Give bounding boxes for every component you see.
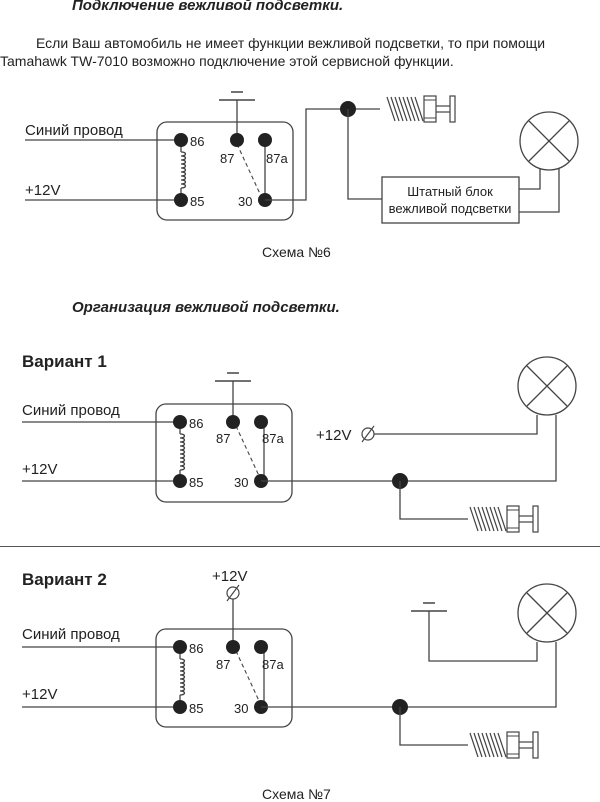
pin-87-label: 87: [220, 151, 234, 166]
door-switch-icon: [386, 95, 456, 123]
door-switch-icon: [469, 505, 539, 533]
pin-86: [174, 133, 188, 147]
pin-30-label: 30: [234, 701, 248, 716]
pin-86-label: 86: [189, 641, 203, 656]
pin-87a: [258, 133, 272, 147]
blue-wire-label: Синий провод: [22, 626, 120, 643]
blue-wire-label: Синий провод: [25, 122, 123, 139]
plus12-label: +12V: [25, 182, 60, 199]
pin-87a: [254, 640, 268, 654]
section-divider: [0, 546, 600, 547]
section2-title: Организация вежливой подсветки.: [72, 299, 340, 316]
variant1-diagram: Синий провод +12V 86 87 87a 85 30 +12V: [22, 356, 577, 533]
lamp-icon: [517, 356, 577, 416]
factory-block-line2: вежливой подсветки: [389, 201, 512, 216]
factory-courtesy-block: [381, 176, 520, 224]
plus12-label: +12V: [22, 686, 57, 703]
pin-85-label: 85: [189, 701, 203, 716]
door-switch-icon: [469, 731, 539, 759]
pin-30-label: 30: [238, 194, 252, 209]
lamp-icon: [519, 111, 579, 171]
top-supply-label: +12V: [212, 568, 247, 585]
variant1-label: Вариант 1: [22, 352, 107, 371]
pin-87a-label: 87a: [262, 657, 284, 672]
schema6: Синий провод +12V 86 87 87a 85 30 Штатны…: [25, 91, 579, 224]
schema6-caption: Схема №6: [262, 244, 331, 260]
pin-85: [173, 700, 187, 714]
pin-87-label: 87: [216, 431, 230, 446]
pin-85: [173, 474, 187, 488]
pin-87a: [254, 415, 268, 429]
schema7-caption: Схема №7: [262, 786, 331, 802]
pin-85: [174, 193, 188, 207]
pin-87-label: 87: [216, 657, 230, 672]
pin-86-label: 86: [190, 134, 204, 149]
blue-wire-label: Синий провод: [22, 402, 120, 419]
pin-87a-label: 87a: [266, 151, 288, 166]
lamp-supply-label: +12V: [316, 427, 351, 444]
intro-paragraph-line2: Tamahawk TW-7010 возможно подключение эт…: [0, 53, 454, 69]
ground-icon: [214, 372, 252, 382]
ground-icon: [410, 602, 448, 612]
pin-85-label: 85: [189, 475, 203, 490]
pin-86: [173, 415, 187, 429]
section1-title: Подключение вежливой подсветки.: [72, 0, 344, 14]
pin-87: [226, 640, 240, 654]
lamp-icon: [517, 583, 577, 643]
pin-86-label: 86: [189, 416, 203, 431]
pin-86: [173, 640, 187, 654]
pin-87: [230, 133, 244, 147]
pin-87a-label: 87a: [262, 431, 284, 446]
intro-paragraph-line1: Если Ваш автомобиль не имеет функции веж…: [36, 35, 546, 51]
pin-87: [226, 415, 240, 429]
variant2-diagram: Синий провод +12V +12V 86 87 87a 85 30: [22, 568, 577, 759]
ground-icon: [218, 91, 256, 101]
plus12-label: +12V: [22, 461, 57, 478]
variant2-label: Вариант 2: [22, 570, 107, 589]
pin-30-label: 30: [234, 475, 248, 490]
factory-block-line1: Штатный блок: [407, 184, 493, 199]
pin-85-label: 85: [190, 194, 204, 209]
